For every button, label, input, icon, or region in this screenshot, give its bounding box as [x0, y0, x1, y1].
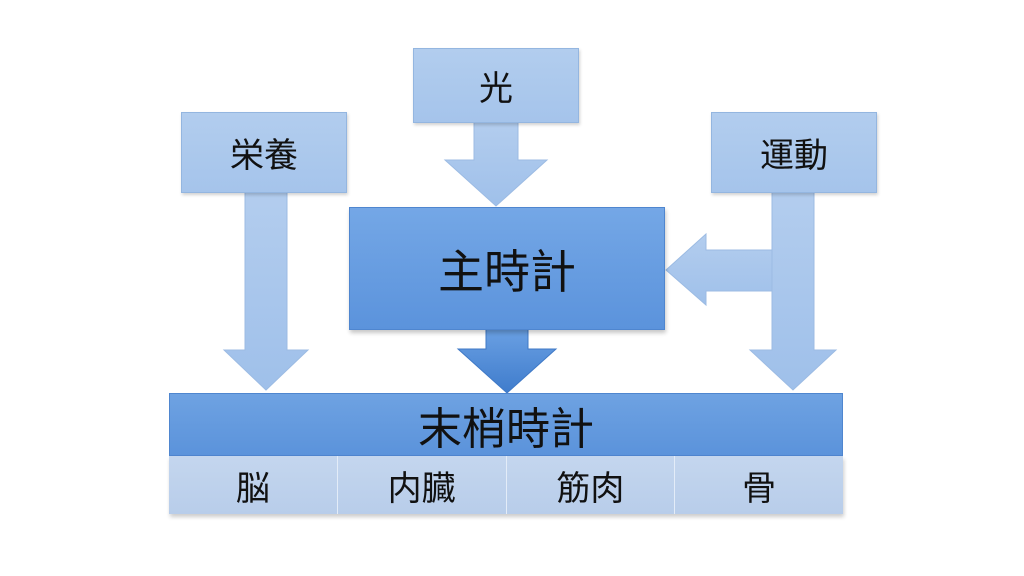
arrow-nutrition-to-peripheral	[222, 191, 310, 391]
light-box: 光	[413, 48, 579, 123]
arrow-master-to-peripheral	[456, 328, 558, 394]
nutrition-label: 栄養	[230, 136, 298, 176]
organ-label: 骨	[742, 468, 777, 509]
arrow-light-to-master	[443, 121, 549, 207]
organ-viscera: 内臓	[337, 456, 507, 514]
master-clock-box: 主時計	[349, 207, 665, 330]
exercise-label: 運動	[760, 136, 828, 176]
arrow-exercise-to-peripheral	[748, 191, 838, 391]
organ-label: 筋肉	[556, 468, 625, 509]
arrow-exercise-to-master	[665, 232, 773, 307]
peripheral-clock-box: 末梢時計	[169, 393, 843, 456]
exercise-box: 運動	[711, 112, 877, 193]
organ-label: 脳	[235, 468, 270, 509]
master-clock-label: 主時計	[438, 244, 576, 299]
nutrition-box: 栄養	[181, 112, 347, 193]
peripheral-clock-label: 末梢時計	[418, 403, 594, 455]
organ-bone: 骨	[675, 456, 843, 514]
organ-row: 脳 内臓 筋肉 骨	[169, 456, 843, 514]
light-label: 光	[479, 69, 513, 109]
organ-brain: 脳	[169, 456, 338, 514]
organ-label: 内臓	[387, 468, 456, 509]
organ-muscle: 筋肉	[506, 456, 676, 514]
